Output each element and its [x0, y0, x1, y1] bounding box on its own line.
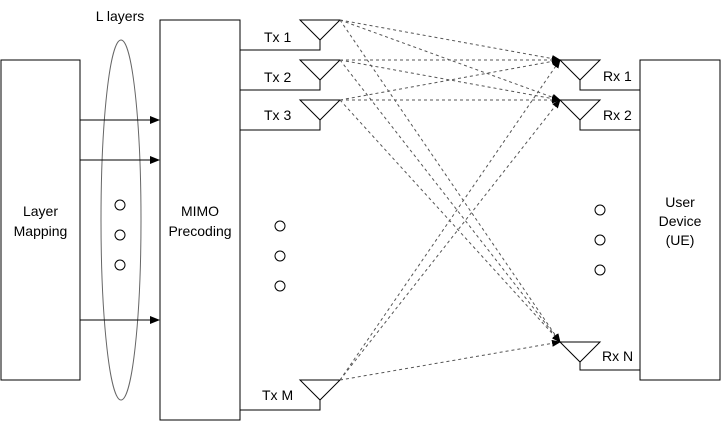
rx-feed-line	[579, 80, 640, 91]
channel-path	[339, 59, 561, 381]
channel-path	[339, 59, 561, 343]
rx-antenna-icon	[558, 99, 602, 121]
user-device-label-line2: Device	[659, 213, 702, 229]
ellipsis-dot	[594, 234, 606, 246]
rx-label-2: Rx 2	[603, 107, 632, 123]
tx-antenna-icon	[298, 379, 342, 401]
tx-label-3: Tx 3	[264, 107, 291, 123]
rx-antenna-icon	[558, 59, 602, 81]
layers-ellipse	[100, 39, 142, 401]
tx-feed-line	[240, 400, 321, 411]
mimo-precoding-label-line1: MIMO	[181, 203, 219, 219]
ellipsis-dot	[114, 229, 126, 241]
user-device-label-line1: User	[665, 194, 695, 210]
channel-path	[339, 57, 561, 101]
mimo-precoding-block	[159, 19, 241, 421]
layer-mapping-label-line1: Layer	[23, 203, 58, 219]
user-device-block	[639, 59, 721, 381]
tx-feed-line	[240, 40, 321, 51]
tx-label-2: Tx 2	[264, 69, 291, 85]
tx-antenna-icon	[298, 59, 342, 81]
user-device-label-line3: (UE)	[666, 232, 695, 248]
ellipsis-dot	[594, 264, 606, 276]
layer-mapping-block	[0, 59, 81, 381]
channel-path	[339, 339, 561, 381]
ellipsis-dot	[274, 280, 286, 292]
rx-feed-line	[579, 362, 640, 371]
tx-label-m: Tx M	[262, 387, 293, 403]
tx-label-1: Tx 1	[264, 29, 291, 45]
ellipsis-dot	[274, 250, 286, 262]
channel-path	[339, 99, 561, 381]
channel-path	[339, 59, 561, 103]
channel-path	[339, 99, 561, 343]
layer-mapping-label-line2: Mapping	[14, 223, 68, 239]
tx-antenna-icon	[298, 99, 342, 121]
rx-label-1: Rx 1	[603, 68, 632, 84]
tx-feed-line	[240, 120, 321, 131]
layers-label: L layers	[96, 8, 145, 24]
mimo-precoding-label-line2: Precoding	[168, 223, 231, 239]
tx-antenna-icon	[298, 19, 342, 41]
ellipsis-dot	[594, 204, 606, 216]
channel-paths	[339, 19, 561, 381]
tx-feed-line	[240, 80, 321, 91]
ellipsis-dot	[114, 259, 126, 271]
channel-path	[339, 19, 561, 63]
rx-label-n: Rx N	[602, 348, 633, 364]
rx-antenna-icon	[558, 341, 602, 363]
ellipsis-dot	[114, 199, 126, 211]
channel-path	[339, 19, 561, 343]
rx-feed-line	[579, 120, 640, 131]
ellipsis-dot	[274, 220, 286, 232]
